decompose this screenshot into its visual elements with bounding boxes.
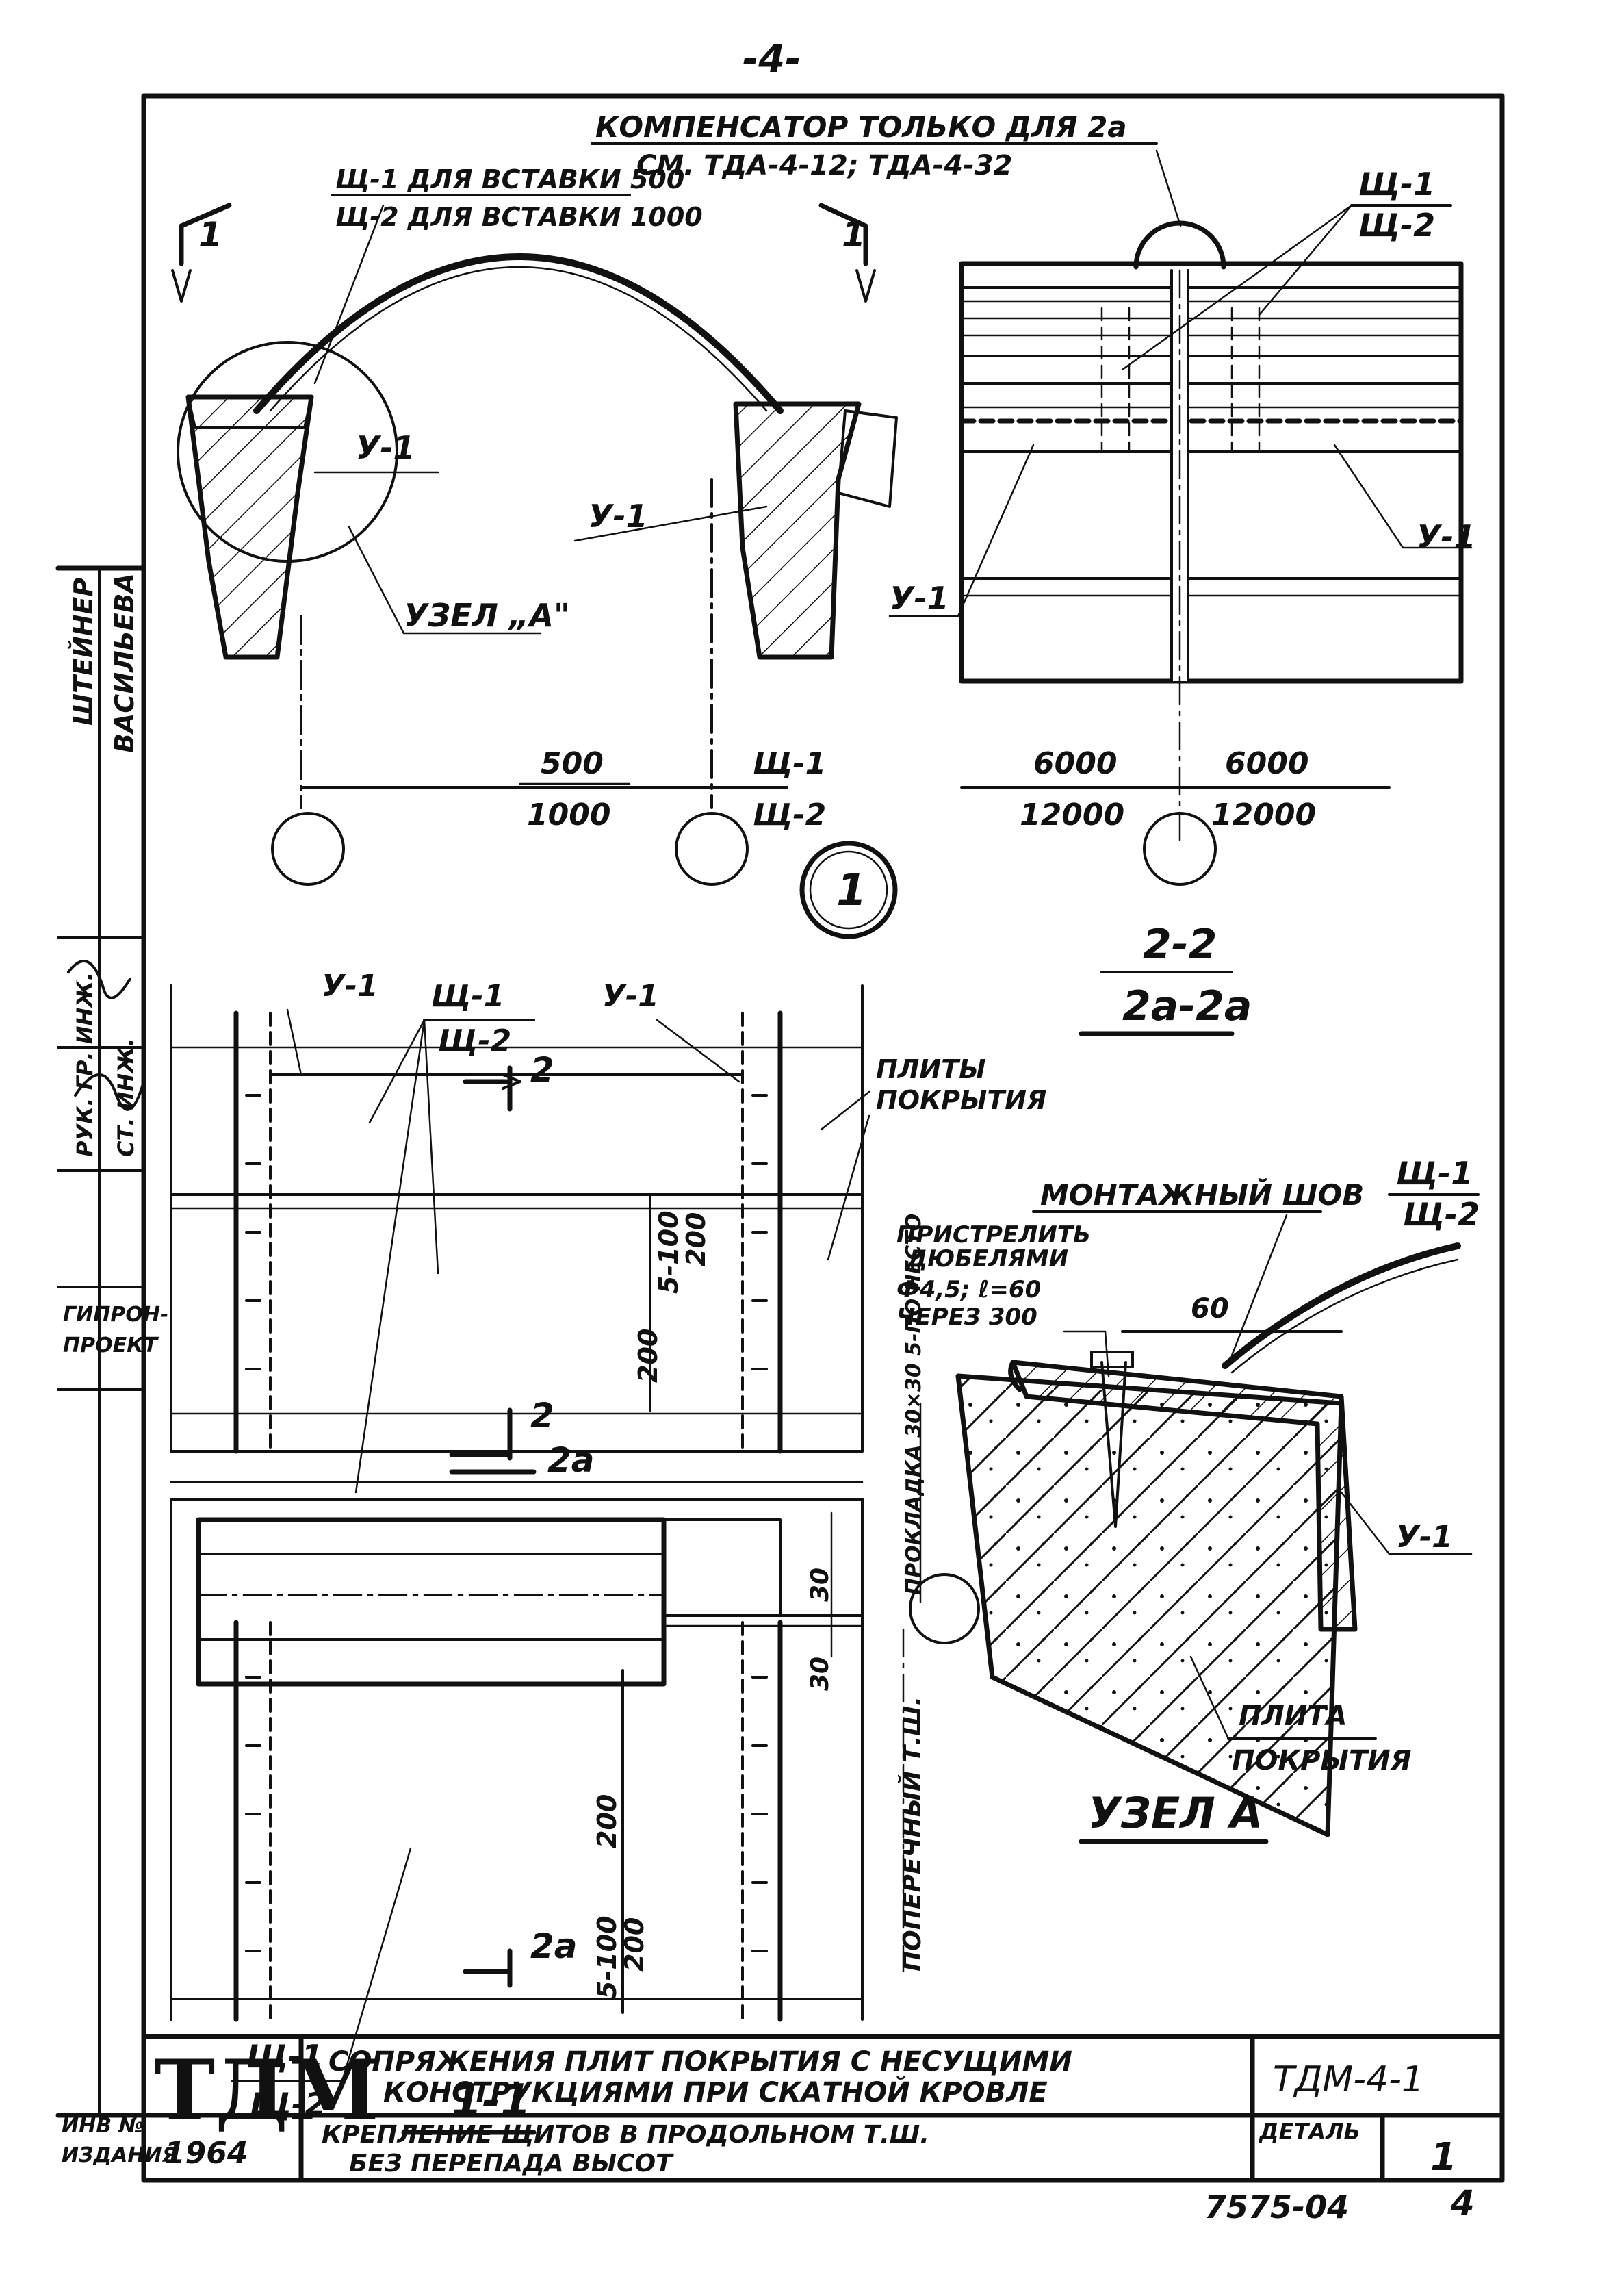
detail-label: ДЕТАЛЬ [1259, 2119, 1360, 2145]
stamp-bottom-2: ИЗДАНИЯ [62, 2143, 178, 2167]
plan-dim-5-100-b: 5-100 [592, 1915, 622, 1999]
node-sh2: Щ-2 [1403, 1196, 1480, 1233]
plan-cut-2-top: 2 [530, 1050, 554, 1090]
panel-note-1: Щ-1 ДЛЯ ВСТАВКИ 500 [335, 164, 684, 194]
dim-sh2: Щ-2 [753, 798, 826, 832]
axis-mark-text: 1 [836, 865, 867, 916]
title-logo: ТДМ [154, 2042, 379, 2139]
subtitle-line-1: КРЕПЛЕНИЕ ЩИТОВ В ПРОДОЛЬНОМ Т.Ш. [322, 2121, 929, 2149]
node-plate-2: ПОКРЫТИЯ [1232, 1745, 1412, 1776]
y1-label-center: У-1 [589, 498, 648, 535]
sec22-sh2: Щ-2 [1358, 207, 1435, 244]
node-sh1: Щ-1 [1396, 1155, 1473, 1192]
node-seam: МОНТАЖНЫЙ ШОВ [1040, 1177, 1364, 1212]
node-angle [1010, 1360, 1358, 1632]
section-2-2: Щ-1 Щ-2 У-1 У-1 6000 12000 6000 12000 2-… [888, 149, 1476, 1036]
sec22-y1-left: У-1 [890, 580, 949, 617]
node-fix-1: ПРИСТРЕЛИТЬ [896, 1221, 1091, 1249]
stamp-bottom-1: ИНВ № [62, 2114, 144, 2138]
stamp-org-2: ПРОЕКТ [63, 1334, 159, 1357]
plan-y1-left: У-1 [322, 969, 378, 1004]
stamp-org-1: ГИПРОН- [63, 1303, 168, 1327]
panel-note-2: Щ-2 ДЛЯ ВСТАВКИ 1000 [335, 202, 703, 232]
sec22-dim-12000-r: 12000 [1211, 798, 1316, 832]
plan-dim-200-a: 200 [681, 1212, 711, 1266]
plan-dim-30-a: 30 [806, 1568, 834, 1602]
plan-dim-200-c: 200 [592, 1794, 622, 1848]
compensator-note: КОМПЕНСАТОР ТОЛЬКО ДЛЯ 2а [595, 110, 1127, 144]
sec22-dim-6000-r: 6000 [1225, 746, 1308, 781]
title-line-2: КОНСТРУКЦИЯМИ ПРИ СКАТНОЙ КРОВЛЕ [383, 2076, 1048, 2108]
plan-sh1-bottom: Щ-1 [246, 2038, 323, 2075]
node-fix-2: ДЮБЕЛЯМИ [906, 1245, 1068, 1273]
plan-gasket: ПРОКЛАДКА 30×30 5-ПО НЕСТО [902, 1214, 926, 1595]
sec22-dim-6000-l: 6000 [1033, 746, 1117, 781]
plan-transverse: ПОПЕРЕЧНЫЙ Т.Ш. [898, 1696, 927, 1972]
sec22-dim-12000-l: 12000 [1020, 798, 1124, 832]
y1-label-left: У-1 [356, 429, 415, 466]
subtitle-line-2: БЕЗ ПЕРЕПАДА ВЫСОТ [349, 2150, 674, 2178]
title-line-1: СОПРЯЖЕНИЯ ПЛИТ ПОКРЫТИЯ С НЕСУЩИМИ [328, 2046, 1072, 2078]
node-a-circle [177, 341, 398, 563]
stamp-name-2: ВАСИЛЬЕВА [109, 573, 140, 753]
sec22-y1-right: У-1 [1417, 518, 1476, 555]
plan-title: 1-1 [452, 2076, 531, 2126]
page-number: -4- [743, 37, 801, 81]
dim-1000: 1000 [527, 798, 610, 832]
title-code: ТДМ-4-1 [1273, 2059, 1424, 2100]
compensator-ref: СМ. ТДА-4-12; ТДА-4-32 [636, 150, 1012, 181]
side-stamp: ШТЕЙНЕР ВАСИЛЬЕВА РУК. ГР. ИНЖ. СТ. ИНЖ.… [55, 565, 178, 2167]
dim-sh1: Щ-1 [753, 746, 826, 781]
page-number-bottom: 4 [1450, 2183, 1475, 2223]
plan-cut-2a-bottom: 2а [530, 1926, 578, 1966]
plan-plates-2: ПОКРЫТИЯ [876, 1085, 1046, 1115]
plan-plates-1: ПЛИТЫ [876, 1054, 985, 1084]
plan-sh1: Щ-1 [431, 979, 504, 1014]
stamp-name-1: ШТЕЙНЕР [68, 578, 99, 726]
sheet-frame [141, 93, 1505, 2183]
plan-sh2: Щ-2 [438, 1023, 511, 1058]
compensator-bump [1133, 220, 1226, 270]
title-block: ТДМ 1964 СОПРЯЖЕНИЯ ПЛИТ ПОКРЫТИЯ С НЕСУ… [141, 2034, 1505, 2225]
stamp-role-1: РУК. ГР. ИНЖ. [72, 972, 98, 1157]
plan-dim-5-100: 5-100 [654, 1210, 684, 1294]
signature-marks [67, 960, 145, 1111]
plan-y1-right: У-1 [602, 979, 659, 1014]
plan-cut-2a-mid: 2а [547, 1440, 595, 1480]
node-plate-1: ПЛИТА [1239, 1700, 1347, 1732]
node-dim-60: 60 [1191, 1293, 1229, 1325]
node-title: УЗЕЛ А [1088, 1788, 1263, 1838]
cut-mark-left: 1 [198, 215, 222, 255]
node-fix-4: ЧЕРЕЗ 300 [896, 1303, 1037, 1331]
cut-mark-right: 1 [842, 215, 866, 255]
sec22-sh1: Щ-1 [1358, 166, 1435, 203]
sec22-title-1: 2-2 [1143, 921, 1217, 969]
plan-dim-200-d: 200 [619, 1917, 649, 1972]
sec22-title-2: 2а-2а [1122, 982, 1252, 1030]
plan-cut-2-mid: 2 [530, 1396, 554, 1436]
title-year: 1964 [164, 2136, 248, 2171]
node-callout: УЗЕЛ „А" [404, 597, 570, 634]
node-y1: У-1 [1396, 1520, 1453, 1555]
plan-1-1: У-1 Щ-1 Щ-2 У-1 2 2 2а 2а ПЛИТЫ ПОКРЫТИЯ… [170, 969, 1046, 2135]
section-1-arch: КОМПЕНСАТОР ТОЛЬКО ДЛЯ 2а СМ. ТДА-4-12; … [171, 110, 1158, 939]
node-a-detail: Щ-1 Щ-2 МОНТАЖНЫЙ ШОВ ПРИСТРЕЛИТЬ ДЮБЕЛЯ… [896, 1155, 1480, 1844]
node-fix-3: Ф4,5; ℓ=60 [896, 1276, 1041, 1303]
plan-dim-200-b: 200 [633, 1329, 663, 1383]
axis-mark-circle [799, 841, 898, 939]
dim-500: 500 [541, 746, 604, 781]
sheet-number: 7575-04 [1204, 2189, 1349, 2225]
plan-dim-30-b: 30 [806, 1657, 834, 1691]
detail-value: 1 [1430, 2135, 1457, 2180]
